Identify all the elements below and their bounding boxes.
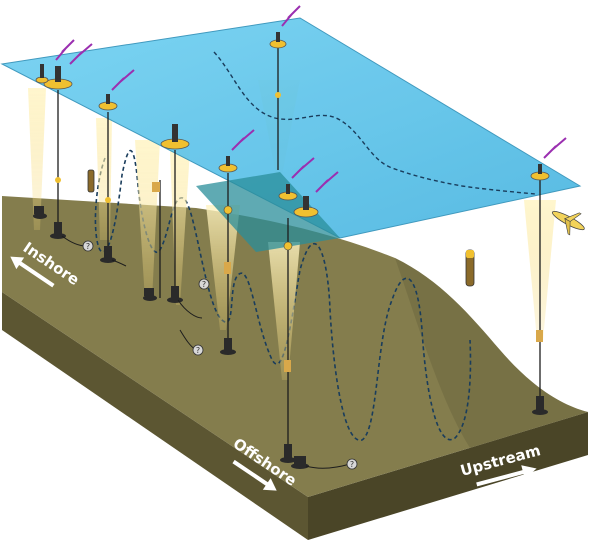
instrument-float <box>283 241 293 251</box>
anchor-icon <box>50 222 66 239</box>
beam <box>206 205 240 330</box>
anchor-icon <box>291 456 309 469</box>
beam <box>268 242 300 380</box>
seabed-cable <box>305 463 351 469</box>
glider-dive-track <box>94 149 472 441</box>
radio-signal-icon <box>111 69 135 91</box>
instrument-package <box>536 330 543 342</box>
subsurface-instruments <box>55 92 543 372</box>
marker-text: ? <box>202 280 206 289</box>
mooring-lines <box>57 48 541 455</box>
instrument-float <box>275 92 281 98</box>
marker-text: ? <box>86 242 90 251</box>
arrow-icon <box>476 465 537 487</box>
arrow-icon <box>232 459 277 491</box>
release-markers: ? ? ? ? <box>82 240 358 470</box>
buoy-icon <box>35 64 49 84</box>
sea-surface-plane <box>0 17 582 239</box>
seabed-cable <box>111 259 127 267</box>
marker: ? <box>192 344 204 356</box>
beam <box>28 88 46 230</box>
marker: ? <box>346 458 358 470</box>
radio-signal-icon <box>55 39 75 61</box>
instrument-package <box>284 360 291 372</box>
profiler-icon <box>465 249 475 287</box>
seabed-cable <box>177 299 203 319</box>
radio-signals <box>55 5 567 193</box>
buoy-icon <box>530 164 550 181</box>
instrument-float <box>223 205 233 215</box>
radio-signal-icon <box>291 157 315 179</box>
buoy-icon <box>43 66 73 90</box>
anchor-icon <box>532 396 548 415</box>
seabed-front-face <box>2 292 308 540</box>
sea-surface-patch <box>196 172 340 252</box>
anchor-icon <box>280 444 296 463</box>
instrument-float <box>55 177 61 183</box>
arrow-icon <box>10 256 55 288</box>
radio-signal-icon <box>231 129 255 151</box>
instrument-package <box>152 182 160 192</box>
profiler-icon <box>87 169 95 193</box>
anchor-icon <box>33 206 47 219</box>
profilers <box>87 169 475 287</box>
anchor-icon <box>220 338 236 355</box>
buoy-icon <box>160 124 190 150</box>
drifter-track <box>213 51 536 195</box>
radio-signal-icon <box>69 43 93 65</box>
instrument-package <box>224 262 231 274</box>
marker: ? <box>198 278 210 290</box>
anchor-icon <box>143 288 157 301</box>
marker-text: ? <box>196 346 200 355</box>
glider-icon <box>551 211 585 236</box>
anchor-icon <box>100 246 116 263</box>
surface-buoys <box>35 32 550 218</box>
buoy-icon <box>218 156 238 173</box>
buoy-icon <box>293 196 319 218</box>
radio-signal-icon <box>281 5 301 27</box>
seabed-side-face <box>308 412 588 540</box>
radio-signal-icon <box>543 137 567 159</box>
marker-text: ? <box>350 460 354 469</box>
marker: ? <box>82 240 94 252</box>
beam <box>135 140 160 300</box>
radio-signal-icon <box>315 171 339 193</box>
anchors <box>33 206 548 469</box>
sea-surface <box>0 17 582 252</box>
instrument-float <box>105 197 111 203</box>
buoy-icon <box>269 32 287 49</box>
buoy-icon <box>98 94 118 111</box>
buoy-icon <box>278 184 298 201</box>
